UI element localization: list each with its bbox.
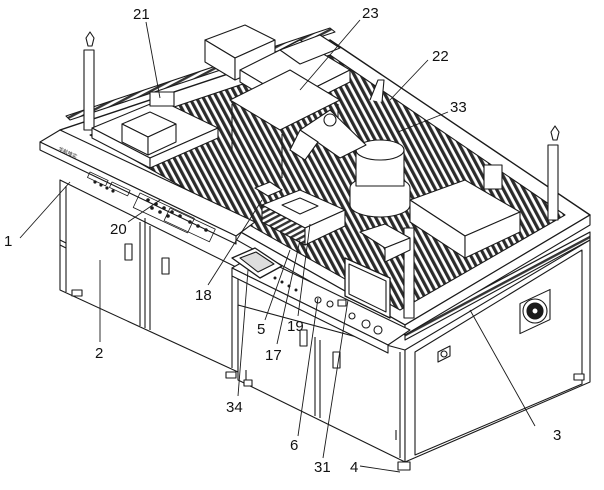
leader-lines: [19, 19, 536, 473]
callout-1: 1: [4, 233, 12, 250]
fan-grille: [519, 288, 551, 335]
callout-20: 20: [110, 221, 127, 238]
control-panel-right: [231, 254, 411, 354]
callout-21: 21: [133, 6, 150, 23]
callout-33: 33: [450, 99, 467, 116]
callout-3: 3: [553, 427, 561, 444]
callout-18: 18: [195, 287, 212, 304]
callout-34: 34: [226, 399, 243, 416]
feet: [71, 289, 585, 471]
robot-arm: [289, 79, 411, 218]
right-fixture-box: [409, 164, 521, 259]
control-panel-left: [39, 129, 256, 245]
module-23: [204, 24, 351, 178]
module-21: [91, 91, 219, 169]
cabinet-front-left: [59, 179, 239, 373]
callout-2: 2: [95, 345, 103, 362]
callout-19: 19: [287, 318, 304, 335]
callout-31: 31: [314, 459, 331, 476]
callout-23: 23: [362, 5, 379, 22]
callout-17: 17: [265, 347, 282, 364]
teach-pendant: [231, 247, 283, 279]
work-fixtures: [254, 181, 346, 246]
callout-labels: 1 2 3 4 5 6 17 18 19 20 21 22 23 31 33 3…: [4, 5, 561, 476]
feeder-31: [359, 223, 411, 263]
callout-4: 4: [350, 459, 358, 476]
corner-posts: [83, 31, 560, 319]
callout-22: 22: [432, 48, 449, 65]
callout-6: 6: [290, 437, 298, 454]
callout-5: 5: [257, 321, 265, 338]
side-handle: [437, 345, 451, 363]
